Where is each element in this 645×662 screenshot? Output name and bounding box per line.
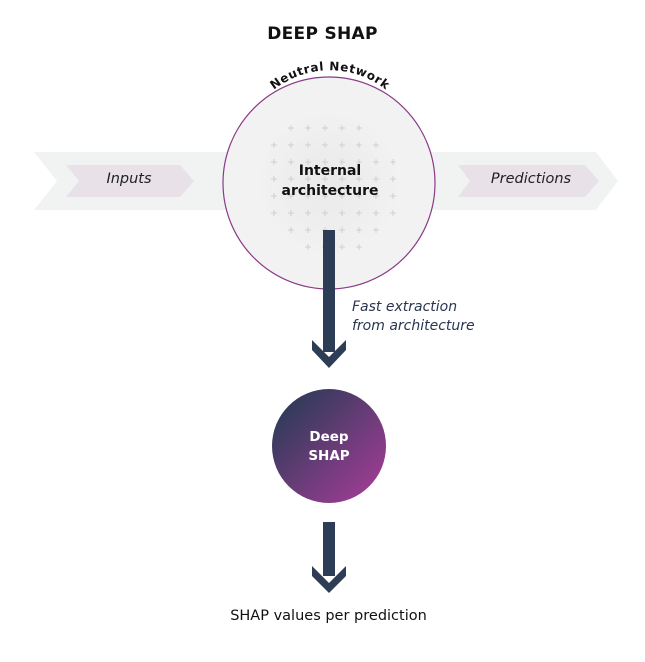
- deep-shap-label: Deep SHAP: [272, 428, 386, 466]
- inputs-chevron: [66, 165, 194, 197]
- internal-label-line1: Internal: [298, 163, 362, 179]
- result-label: SHAP values per prediction: [230, 608, 427, 624]
- page-title: DEEP SHAP: [267, 24, 378, 44]
- internal-core: [255, 109, 403, 257]
- internal-architecture-label: Internal architecture: [250, 161, 410, 201]
- fast-label-line1: Fast extraction: [352, 299, 458, 315]
- fast-label-line2: from architecture: [352, 318, 475, 334]
- plus-grid-pattern: [271, 125, 396, 250]
- predictions-label: Predictions: [490, 171, 572, 187]
- internal-label-line2: architecture: [281, 183, 379, 199]
- inputs-label: Inputs: [106, 171, 152, 187]
- arrow-down-1: [312, 230, 346, 368]
- predictions-chevron: [458, 165, 599, 197]
- fast-extraction-label: Fast extraction from architecture: [352, 298, 475, 336]
- arrow-down-2: [312, 522, 346, 593]
- deep-label-line1: Deep: [309, 429, 349, 445]
- deep-label-line2: SHAP: [308, 448, 350, 464]
- deep-shap-circle: [272, 389, 386, 503]
